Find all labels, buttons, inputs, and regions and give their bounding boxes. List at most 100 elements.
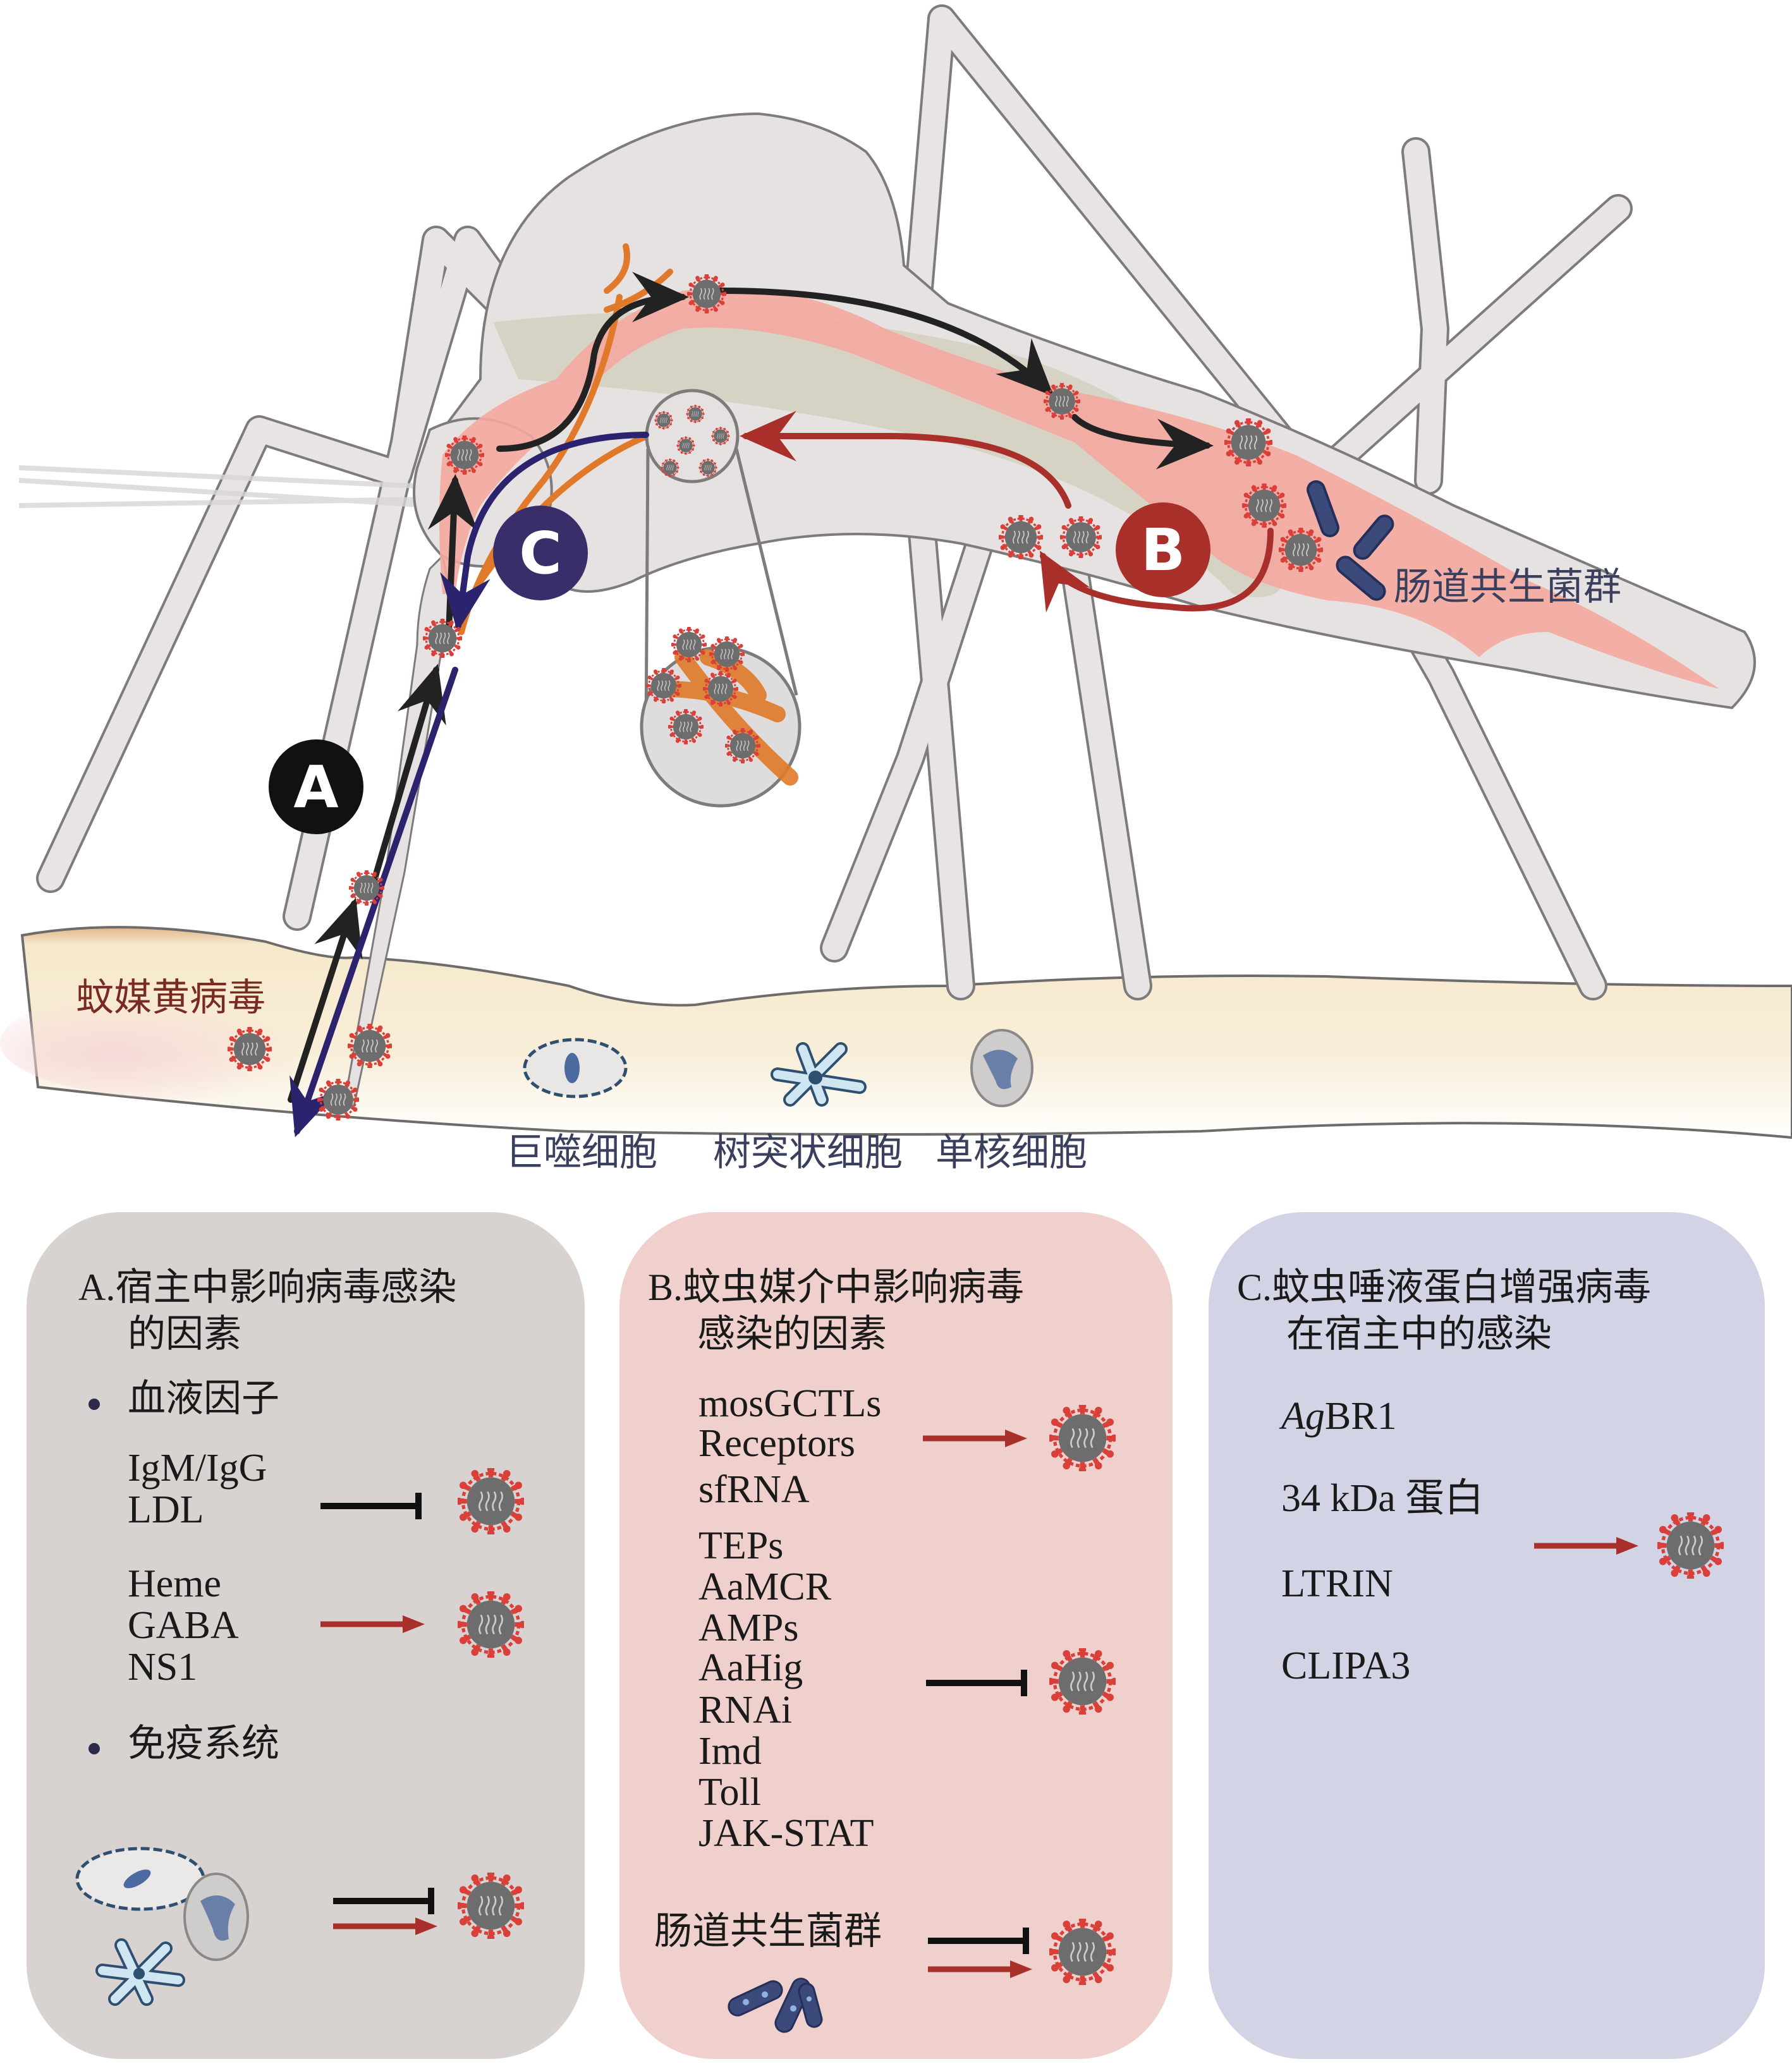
virus-particle: [686, 273, 728, 317]
virus-particle: [676, 436, 695, 458]
virus-particle: [348, 869, 386, 909]
virus-particle: [711, 427, 730, 449]
virus-particle: [661, 458, 680, 480]
panel-c-letter: C.: [1237, 1266, 1272, 1308]
badge-B: B: [1116, 502, 1210, 597]
virus-icon: [455, 1466, 527, 1538]
promote-arrow: [923, 1426, 1030, 1454]
promote-arrow: [333, 1914, 441, 1942]
panel-c-title-line1: 蚊虫唾液蛋白增强病毒: [1272, 1266, 1652, 1308]
mosquito-illustration: A B C 蚊媒黄病毒 肠道共生菌群 巨噬细胞 树突状细胞 单核细胞: [0, 4, 1792, 1175]
virus-icon: [455, 1589, 527, 1661]
virus-particle: [645, 667, 683, 707]
factor-aahig: AaHig: [698, 1646, 803, 1689]
panel-a-title-line1: 宿主中影响病毒感染: [115, 1266, 457, 1308]
inhibit-arrow: [320, 1490, 428, 1525]
virus-particle: [1222, 416, 1274, 470]
factor-aamcr: AaMCR: [698, 1565, 832, 1608]
badge-C-label: C: [519, 519, 562, 587]
virus-particle: [422, 617, 463, 661]
virus-particle: [346, 1023, 393, 1071]
badge-A: A: [269, 739, 363, 834]
panel-c-title: C.蚊虫唾液蛋白增强病毒 在宿主中的感染: [1237, 1264, 1651, 1357]
gut-microbiota-label: 肠道共生菌群: [654, 1910, 882, 1952]
dendritic-cell-label: 树突状细胞: [713, 1131, 903, 1175]
virus-particle: [670, 626, 708, 665]
inhibit-arrow: [333, 1885, 441, 1920]
factor-jak-stat: JAK-STAT: [698, 1812, 874, 1855]
badge-B-label: B: [1140, 516, 1186, 584]
protein-34kda: 34 kDa 蛋白: [1281, 1477, 1484, 1520]
inhibit-arrow: [928, 1925, 1035, 1960]
mosquito-antenna: [18, 465, 430, 508]
protein-agbr1-italic: Ag: [1281, 1395, 1325, 1438]
gut-microbiota-label: 肠道共生菌群: [1394, 565, 1621, 609]
section-blood-factors: 血液因子: [128, 1378, 279, 1419]
virus-icon: [1047, 1402, 1118, 1474]
badge-C: C: [493, 506, 588, 600]
host-skin: [0, 926, 1792, 1139]
virus-particle: [654, 411, 673, 433]
virus-particle: [316, 1078, 360, 1124]
factor-toll: Toll: [698, 1771, 761, 1814]
factor-ldl: LDL: [128, 1488, 204, 1531]
factor-imd: Imd: [698, 1730, 762, 1773]
gut-bacteria: [1307, 480, 1394, 601]
panel-b-title: B.蚊虫媒介中影响病毒 感染的因素: [648, 1264, 1024, 1357]
monocyte-label: 单核细胞: [936, 1131, 1087, 1175]
panel-a-title-line2: 的因素: [128, 1313, 241, 1355]
virus-particle: [667, 708, 705, 748]
promote-arrow: [928, 1957, 1035, 1985]
skin-immune-cells: [523, 1029, 1033, 1107]
factor-ns1: NS1: [128, 1646, 198, 1689]
mosquito-body: [343, 112, 1756, 1107]
panel-a-letter: A.: [78, 1266, 116, 1308]
panel-saliva-proteins: C.蚊虫唾液蛋白增强病毒 在宿主中的感染 AgBR1 34 kDa 蛋白 LTR…: [1209, 1212, 1765, 2059]
virus-particle: [698, 458, 717, 480]
bacteria-icon: [728, 1977, 823, 2033]
inhibit-arrow: [926, 1667, 1033, 1702]
factor-amps: AMPs: [698, 1606, 799, 1649]
virus-particle: [724, 727, 762, 767]
path-B-red: [740, 411, 1274, 613]
panel-b-letter: B.: [648, 1266, 683, 1308]
factor-teps: TEPs: [698, 1524, 784, 1567]
section-immune-system: 免疫系统: [128, 1723, 279, 1764]
virus-particle: [997, 514, 1044, 562]
factor-heme: Heme: [128, 1562, 222, 1605]
virus-particle: [1277, 526, 1324, 575]
factor-gaba: GABA: [128, 1604, 239, 1647]
panel-b-title-line2: 感染的因素: [697, 1313, 887, 1355]
factor-mosgctls: mosGCTLs: [698, 1382, 882, 1425]
panel-host-factors: A.宿主中影响病毒感染 的因素 血液因子 IgM/IgG LDL Heme GA…: [27, 1212, 585, 2059]
promote-arrow: [320, 1612, 428, 1640]
panel-a-title: A.宿主中影响病毒感染 的因素: [78, 1264, 456, 1357]
virus-particle: [1059, 515, 1103, 561]
virus-icon: [455, 1870, 527, 1942]
panel-vector-factors: B.蚊虫媒介中影响病毒 感染的因素 mosGCTLs Receptors sfR…: [619, 1212, 1173, 2059]
virus-icon: [1047, 1646, 1118, 1718]
macrophage-label: 巨噬细胞: [506, 1131, 657, 1175]
protein-clipa3: CLIPA3: [1281, 1644, 1411, 1687]
panel-c-title-line2: 在宿主中的感染: [1286, 1313, 1552, 1355]
promote-arrow: [1534, 1533, 1642, 1562]
protein-agbr1-rest: BR1: [1324, 1395, 1397, 1438]
immune-cells-icon: [75, 1847, 249, 2006]
skin-virus-label: 蚊媒黄病毒: [76, 976, 265, 1020]
virus-particle: [1241, 482, 1288, 531]
factor-rnai: RNAi: [698, 1689, 793, 1732]
virus-particle: [702, 670, 740, 710]
virus-icon: [1047, 1916, 1118, 1988]
virus-particle: [1042, 382, 1082, 423]
mosquito-drawing: [0, 4, 1792, 1139]
factor-igm-igg: IgM/IgG: [128, 1447, 267, 1490]
path-C-blue: [290, 432, 649, 1138]
panel-b-title-line1: 蚊虫媒介中影响病毒: [683, 1266, 1025, 1308]
virus-icon: [1655, 1510, 1726, 1582]
bullet: [88, 1743, 100, 1754]
virus-particle: [686, 404, 705, 427]
virus-particle: [226, 1026, 273, 1074]
virus-particle: [708, 635, 746, 675]
protein-agbr1: AgBR1: [1281, 1395, 1397, 1437]
badge-A-label: A: [293, 753, 339, 821]
